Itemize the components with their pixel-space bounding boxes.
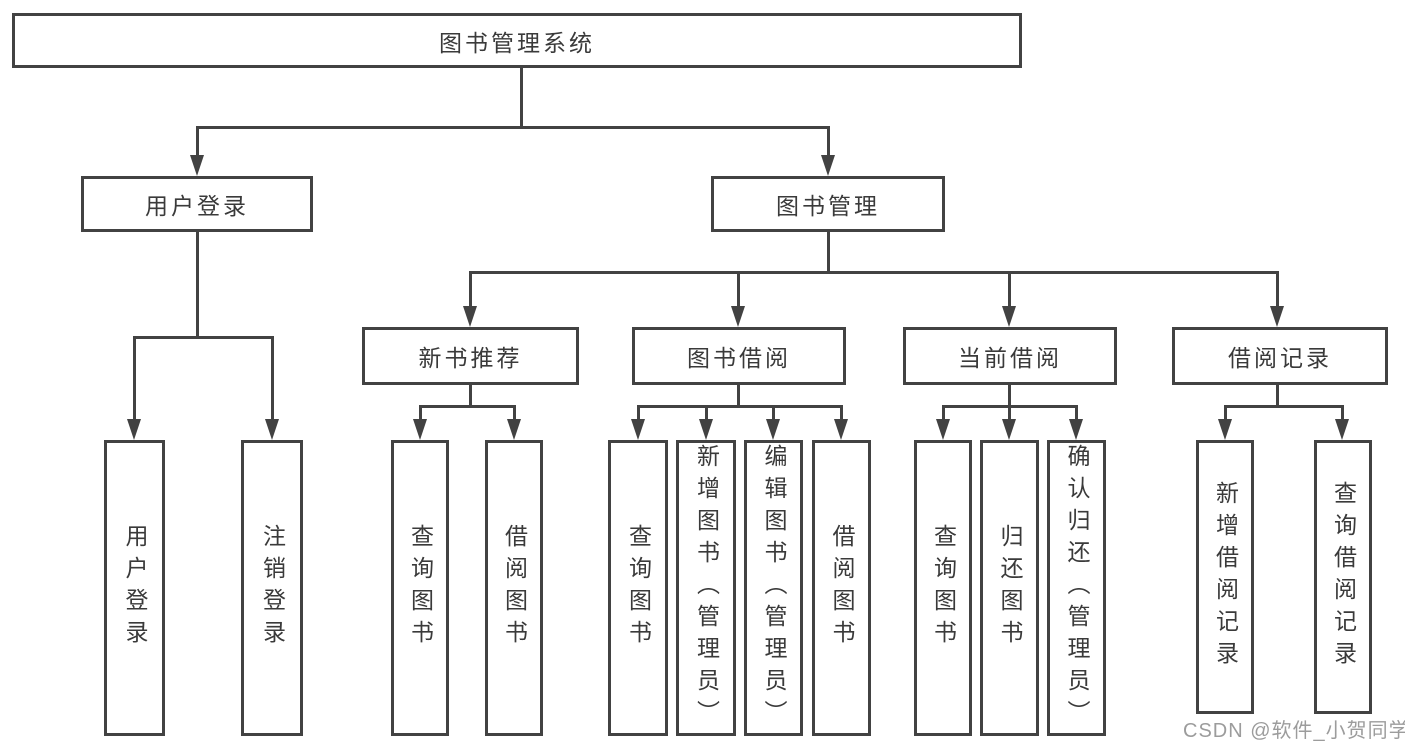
node-cb-query: 查询图书 [914,440,972,736]
connector-nb-drop-2 [513,405,516,421]
node-book-mgmt: 图书管理 [711,176,945,232]
arrowhead-new-books [463,306,477,327]
connector-bb-stem [737,382,740,408]
node-bb-borrow: 借阅图书 [812,440,871,736]
connector-bb-drop-1 [637,405,640,421]
node-user-login-label: 用户登录 [145,193,249,219]
node-bb-query: 查询图书 [608,440,668,736]
connector-drop-borrow-records [1276,271,1279,307]
node-bb-add-label: 新增图书（管理员） [693,444,720,732]
connector-br-drop-2 [1341,405,1344,421]
node-new-books: 新书推荐 [362,327,579,385]
node-nb-query: 查询图书 [391,440,449,736]
node-br-add-label: 新增借阅记录 [1212,481,1239,673]
node-borrow-records: 借阅记录 [1172,327,1388,385]
node-ul-logout: 注销登录 [241,440,303,736]
node-cb-return-label: 归还图书 [997,524,1023,652]
connector-cb-drop-3 [1075,405,1078,421]
connector-ul-stem [196,229,199,337]
connector-nb-stem [469,382,472,408]
node-ul-login: 用户登录 [104,440,165,736]
connector-l3-fork [469,271,1279,274]
node-cb-query-label: 查询图书 [930,524,957,652]
arrowhead-bb-edit [766,419,780,440]
csdn-watermark: CSDN @软件_小贺同学 [1183,720,1405,742]
arrowhead-cb-query [936,419,950,440]
arrowhead-cb-confirm [1069,419,1083,440]
node-cb-return: 归还图书 [980,440,1039,736]
connector-cb-drop-2 [1008,405,1011,421]
arrowhead-ul-logout [265,419,279,440]
arrowhead-current-borrow [1002,306,1016,327]
arrowhead-ul-login [127,419,141,440]
connector-cb-drop-1 [942,405,945,421]
node-bb-borrow-label: 借阅图书 [829,524,855,652]
connector-ul-fork [133,336,274,339]
node-bb-edit-label: 编辑图书（管理员） [761,444,787,732]
connector-drop-book-borrow [737,271,740,307]
node-bb-edit: 编辑图书（管理员） [744,440,803,736]
connector-br-fork [1224,405,1344,408]
connector-root-trunk [520,68,523,128]
node-ul-logout-label: 注销登录 [259,524,286,652]
node-root-label: 图书管理系统 [439,29,595,56]
node-cb-confirm-label: 确认归还（管理员） [1064,444,1090,732]
connector-bb-fork [637,405,843,408]
connector-drop-book-mgmt [827,126,830,158]
node-user-login: 用户登录 [81,176,313,232]
node-new-books-label: 新书推荐 [418,345,523,371]
arrowhead-cb-return [1002,419,1016,440]
connector-cb-stem [1008,382,1011,408]
node-book-mgmt-label: 图书管理 [776,193,880,219]
node-borrow-records-label: 借阅记录 [1228,345,1332,371]
connector-bb-drop-3 [772,405,775,421]
arrowhead-user-login [190,155,204,176]
node-cb-confirm: 确认归还（管理员） [1047,440,1106,736]
node-bb-add: 新增图书（管理员） [676,440,736,736]
node-ul-login-label: 用户登录 [122,524,148,652]
node-current-borrow: 当前借阅 [903,327,1117,385]
connector-drop-current-borrow [1008,271,1011,307]
arrowhead-nb-borrow [507,419,521,440]
arrowhead-br-query [1335,419,1349,440]
connector-bb-drop-2 [705,405,708,421]
node-bb-query-label: 查询图书 [625,524,652,652]
node-root: 图书管理系统 [12,13,1022,68]
connector-drop-user-login [196,126,199,158]
node-br-add: 新增借阅记录 [1196,440,1254,714]
node-current-borrow-label: 当前借阅 [958,345,1062,371]
connector-br-stem [1276,382,1279,408]
arrowhead-nb-query [413,419,427,440]
node-nb-borrow-label: 借阅图书 [501,524,528,652]
connector-nb-fork [419,405,516,408]
arrowhead-bb-borrow [834,419,848,440]
node-book-borrow-label: 图书借阅 [687,345,791,371]
arrowhead-bb-query [631,419,645,440]
connector-ul-drop-2 [271,336,274,420]
connector-bb-drop-4 [840,405,843,421]
arrowhead-br-add [1218,419,1232,440]
node-br-query: 查询借阅记录 [1314,440,1372,714]
connector-drop-new-books [469,271,472,307]
node-book-borrow: 图书借阅 [632,327,846,385]
node-nb-query-label: 查询图书 [407,524,434,652]
connector-l2-fork [196,126,830,129]
node-br-query-label: 查询借阅记录 [1330,481,1357,673]
connector-bm-stem [827,229,830,274]
connector-ul-drop-1 [133,336,136,420]
arrowhead-borrow-records [1270,306,1284,327]
arrowhead-book-borrow [731,306,745,327]
connector-nb-drop-1 [419,405,422,421]
arrowhead-book-mgmt [821,155,835,176]
connector-br-drop-1 [1224,405,1227,421]
arrowhead-bb-add [699,419,713,440]
node-nb-borrow: 借阅图书 [485,440,543,736]
